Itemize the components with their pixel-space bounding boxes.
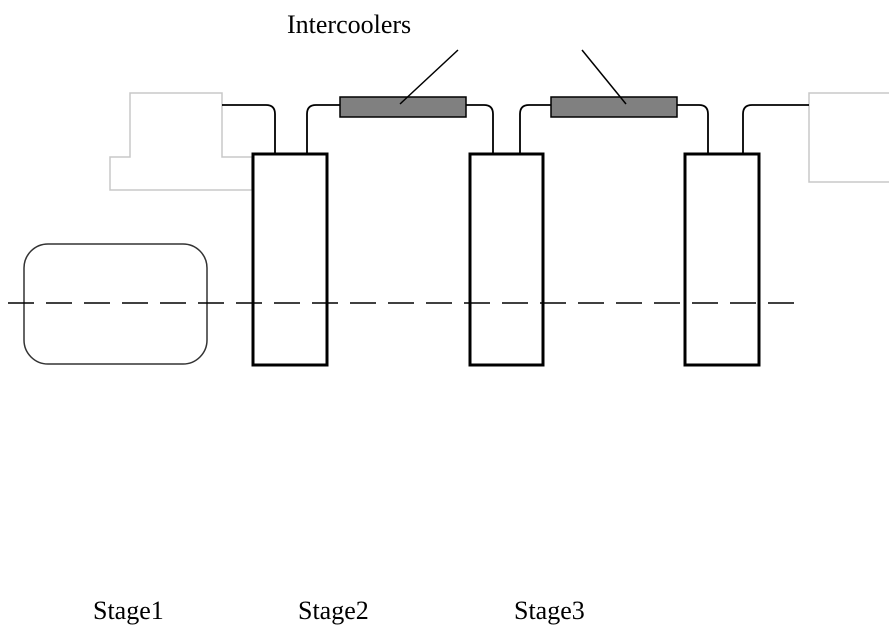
stage-2-compressor [468, 152, 545, 367]
stage-3-label: Stage3 [514, 596, 585, 625]
pipe-stage3-in [677, 104, 709, 154]
pipe-inlet [222, 104, 276, 154]
motor [23, 243, 208, 365]
inlet-box [109, 92, 253, 191]
pipes [222, 104, 809, 154]
intercooler-label: Intercoolers [287, 10, 411, 39]
stage-2-label: Stage2 [298, 596, 369, 625]
stage-1-compressor [251, 152, 329, 367]
pipe-stage2-out [519, 104, 551, 154]
intercooler-2 [550, 96, 678, 118]
intercooler-1 [339, 96, 467, 118]
pipe-outlet [742, 104, 809, 154]
stage-1-label: Stage1 [93, 596, 164, 625]
intercooler-leader-1 [399, 49, 459, 105]
outlet-box [808, 92, 889, 183]
pipe-stage1-out [306, 104, 340, 154]
pipe-stage2-in [466, 104, 494, 154]
stage-3-compressor [683, 152, 761, 367]
intercooler-leader-2 [581, 49, 627, 105]
